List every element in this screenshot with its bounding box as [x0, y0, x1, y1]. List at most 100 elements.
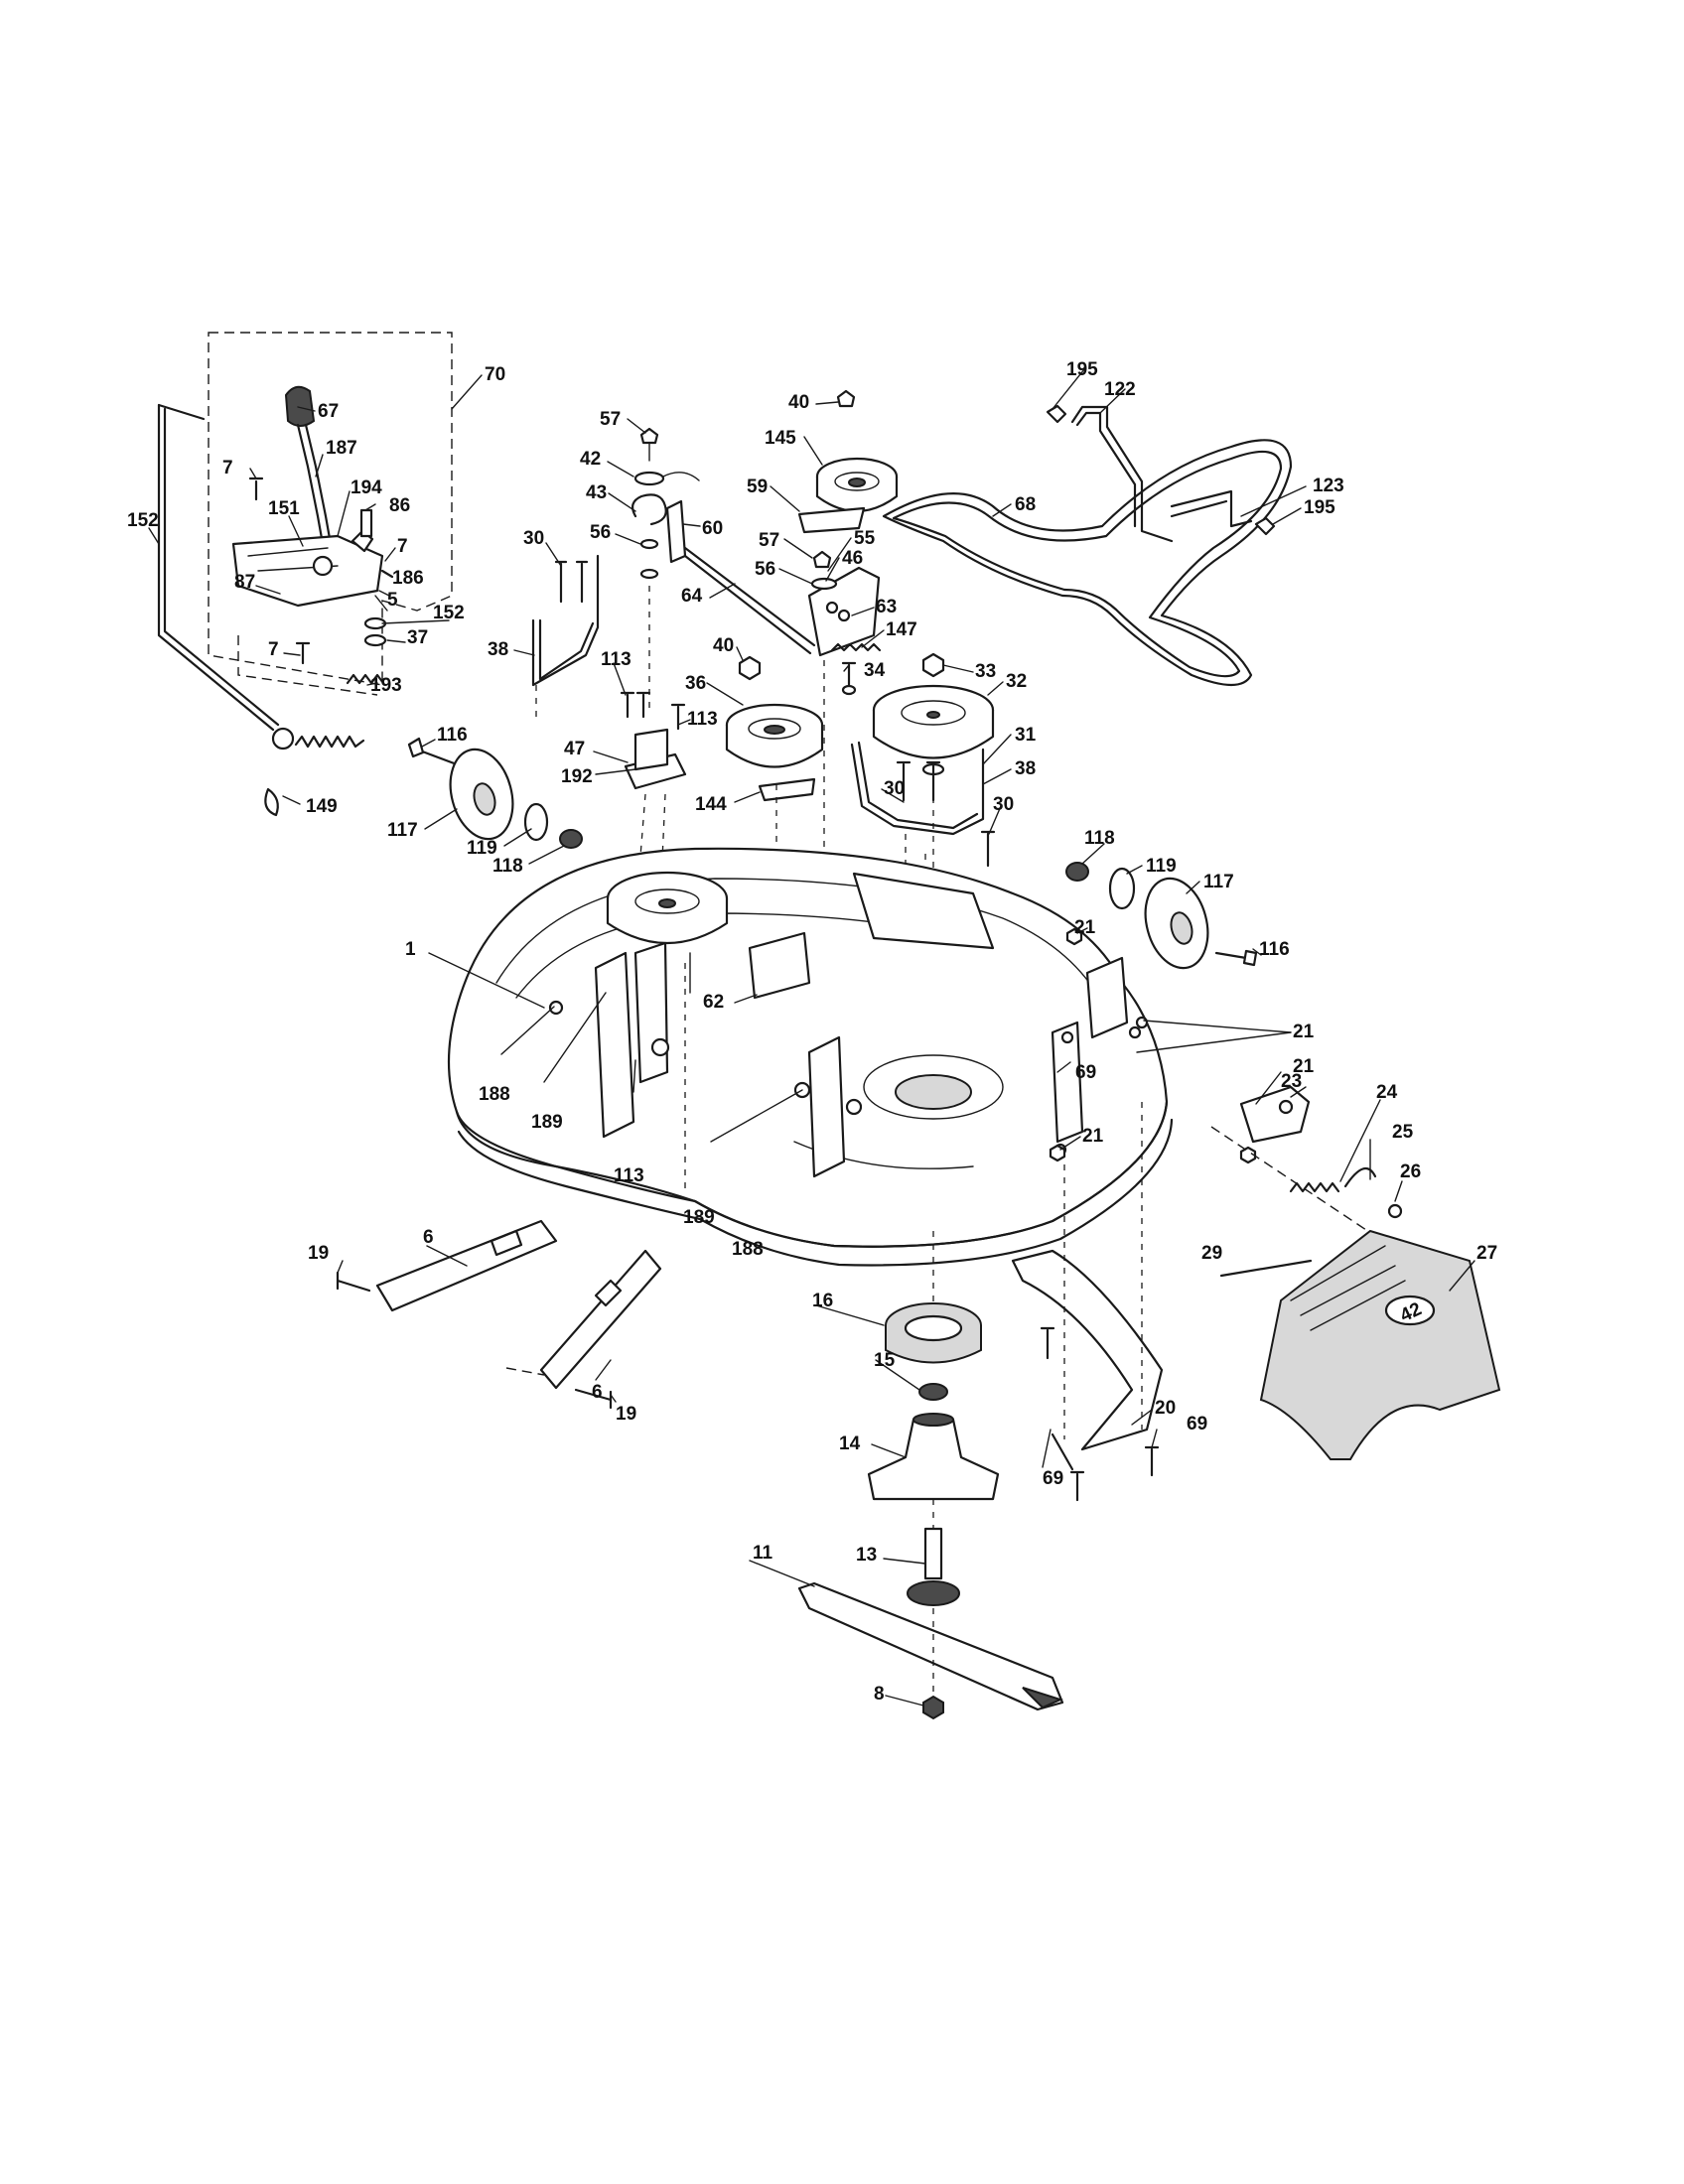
- callout-7: 7: [397, 536, 408, 557]
- callout-68: 68: [1015, 494, 1036, 515]
- deck-belt-68: [882, 439, 1293, 686]
- callout-30: 30: [884, 778, 905, 799]
- callout-144: 144: [695, 794, 727, 815]
- callout-152: 152: [433, 603, 465, 623]
- callout-30: 30: [993, 794, 1014, 815]
- callout-42: 42: [580, 449, 601, 470]
- callout-38: 38: [488, 639, 508, 660]
- callout-5: 5: [387, 590, 398, 611]
- callout-34: 34: [864, 660, 886, 681]
- discharge-chute-27: [1219, 1229, 1501, 1460]
- callout-1: 1: [405, 939, 416, 960]
- callout-117: 117: [1203, 872, 1234, 892]
- callout-11: 11: [753, 1543, 773, 1564]
- callout-32: 32: [1006, 671, 1027, 692]
- callout-21: 21: [1074, 917, 1096, 938]
- callout-189: 189: [683, 1207, 715, 1228]
- callout-64: 64: [681, 586, 703, 607]
- callout-113: 113: [614, 1165, 644, 1186]
- callout-145: 145: [765, 428, 796, 449]
- callout-70: 70: [485, 364, 505, 385]
- deck-support-6b: [505, 1249, 662, 1410]
- callout-69: 69: [1075, 1062, 1096, 1083]
- callout-21: 21: [1082, 1126, 1104, 1147]
- callout-40: 40: [713, 635, 734, 656]
- callout-87: 87: [234, 572, 255, 593]
- callout-67: 67: [318, 401, 339, 422]
- callout-19: 19: [616, 1404, 636, 1425]
- callout-29: 29: [1201, 1243, 1222, 1264]
- callout-86: 86: [389, 495, 410, 516]
- callout-63: 63: [876, 597, 897, 617]
- callout-187: 187: [326, 438, 357, 459]
- baffle-20: [1011, 1102, 1164, 1502]
- callout-119: 119: [1146, 856, 1177, 877]
- callout-38: 38: [1015, 758, 1036, 779]
- callout-116: 116: [1259, 939, 1290, 960]
- callout-15: 15: [874, 1350, 896, 1371]
- callout-116: 116: [437, 725, 468, 746]
- callout-195: 195: [1304, 497, 1335, 518]
- callout-36: 36: [685, 673, 706, 694]
- lift-lever-assembly: [208, 332, 453, 696]
- callout-24: 24: [1376, 1082, 1398, 1103]
- callout-152: 152: [127, 510, 159, 531]
- callout-23: 23: [1281, 1071, 1302, 1092]
- callout-43: 43: [586, 482, 607, 503]
- callout-118: 118: [1084, 828, 1115, 849]
- callout-69: 69: [1187, 1414, 1207, 1434]
- callout-27: 27: [1476, 1243, 1497, 1264]
- callout-56: 56: [590, 522, 611, 543]
- callout-30: 30: [523, 528, 544, 549]
- callout-20: 20: [1155, 1398, 1176, 1419]
- belt-guide-122-123: [1046, 404, 1276, 543]
- callout-47: 47: [564, 739, 585, 759]
- gauge-wheel-right: [1065, 862, 1258, 970]
- callout-62: 62: [703, 992, 724, 1013]
- gauge-wheel-left: [407, 737, 583, 849]
- deck-support-6a: [336, 1219, 558, 1312]
- callout-40: 40: [788, 392, 809, 413]
- callout-113: 113: [601, 649, 632, 670]
- callout-labels: 67 70 187 7 194 86 151 152 7 87 186 5 15…: [127, 359, 1497, 1705]
- chute-rod-29: [1219, 1259, 1313, 1278]
- callout-193: 193: [370, 675, 402, 696]
- callout-37: 37: [407, 627, 428, 648]
- callout-55: 55: [854, 528, 876, 549]
- callout-194: 194: [351, 478, 382, 498]
- callout-56: 56: [755, 559, 775, 580]
- callout-57: 57: [759, 530, 779, 551]
- idler-pulley-36: [725, 703, 824, 953]
- callout-46: 46: [842, 548, 863, 569]
- callout-149: 149: [306, 796, 338, 817]
- callout-19: 19: [308, 1243, 329, 1264]
- callout-57: 57: [600, 409, 621, 430]
- callout-69: 69: [1043, 1468, 1063, 1489]
- callout-26: 26: [1400, 1161, 1421, 1182]
- nut-40: [738, 655, 762, 681]
- callout-113: 113: [687, 709, 718, 730]
- callout-13: 13: [856, 1545, 877, 1566]
- callout-119: 119: [467, 838, 497, 859]
- callout-186: 186: [392, 568, 424, 589]
- callout-6: 6: [423, 1227, 434, 1248]
- callout-192: 192: [561, 766, 593, 787]
- callout-189: 189: [531, 1112, 563, 1133]
- callout-60: 60: [702, 518, 723, 539]
- spindle-assembly: [797, 1231, 1064, 1720]
- chute-bracket-23: [1210, 1085, 1403, 1237]
- callout-122: 122: [1104, 379, 1136, 400]
- callout-7: 7: [222, 458, 233, 478]
- callout-14: 14: [839, 1433, 861, 1454]
- callout-8: 8: [874, 1684, 885, 1705]
- callout-6: 6: [592, 1382, 603, 1403]
- lift-arm-left: [531, 554, 600, 720]
- callout-117: 117: [387, 820, 418, 841]
- callout-25: 25: [1392, 1122, 1414, 1143]
- callout-147: 147: [886, 619, 917, 640]
- idler-pulley-upper: [797, 389, 899, 953]
- callout-123: 123: [1313, 476, 1344, 496]
- callout-188: 188: [479, 1084, 510, 1105]
- callout-7: 7: [268, 639, 279, 660]
